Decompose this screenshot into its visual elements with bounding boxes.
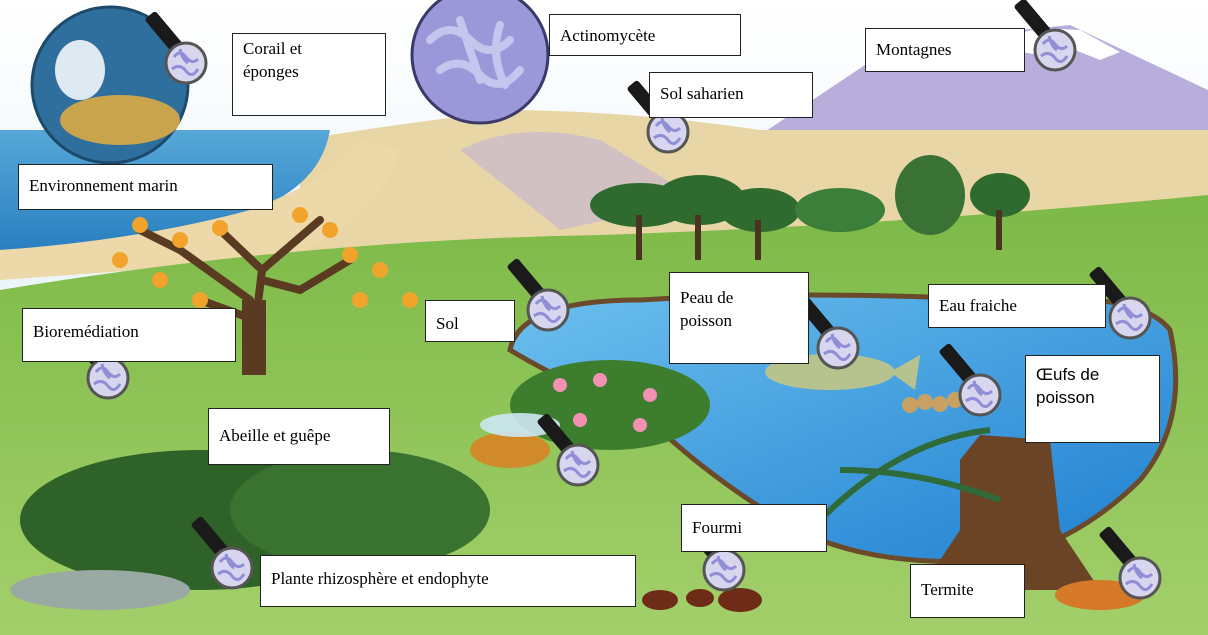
label-environnement-marin: Environnement marin xyxy=(18,164,273,210)
label-eau-fraiche: Eau fraiche xyxy=(928,284,1106,328)
label-montagnes: Montagnes xyxy=(865,28,1025,72)
label-sol-saharien: Sol saharien xyxy=(649,72,813,118)
label-plante: Plante rhizosphère et endophyte xyxy=(260,555,636,607)
label-termite: Termite xyxy=(910,564,1025,618)
flowering-bush xyxy=(510,360,710,450)
label-sol: Sol xyxy=(425,300,515,342)
actinomycete-bubble xyxy=(412,0,548,123)
label-fourmi: Fourmi xyxy=(681,504,827,552)
label-bioremediation: Bioremédiation xyxy=(22,308,236,362)
label-abeille-guepe: Abeille et guêpe xyxy=(208,408,390,465)
label-actinomycete: Actinomycète xyxy=(549,14,741,56)
